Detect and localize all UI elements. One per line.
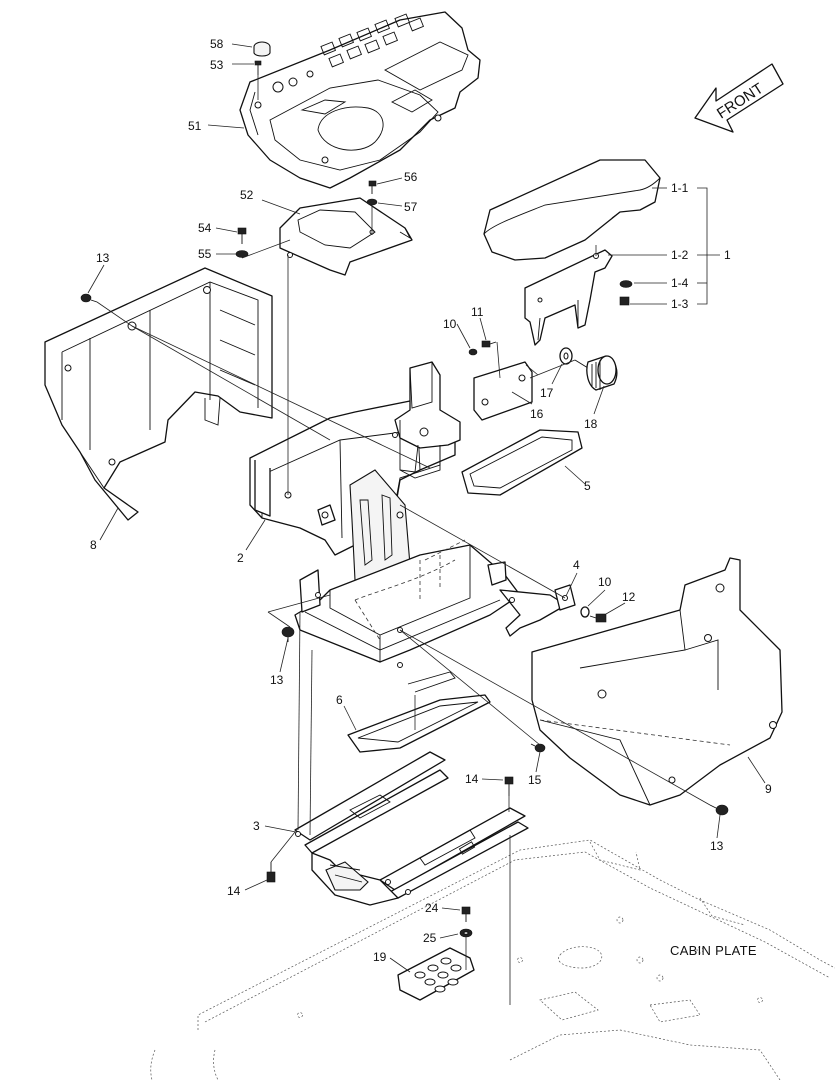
- callout-13-right: 13: [710, 839, 724, 853]
- callout-19: 19: [373, 950, 387, 964]
- callout-5: 5: [584, 479, 591, 493]
- screw-13-right: [709, 804, 729, 816]
- armrest-1-1: [483, 159, 661, 261]
- callout-1: 1: [724, 248, 731, 262]
- callout-24: 24: [425, 901, 439, 915]
- washer-10-upper: [468, 348, 478, 356]
- callout-17: 17: [540, 386, 554, 400]
- plate-16: [473, 361, 533, 421]
- left-side-cover-8: [44, 267, 273, 521]
- callout-18: 18: [584, 417, 598, 431]
- bracket-plate-52: [279, 197, 413, 276]
- callout-9: 9: [765, 782, 772, 796]
- callout-14-upper: 14: [465, 772, 479, 786]
- callout-13-left: 13: [96, 251, 110, 265]
- callout-1-1: 1-1: [671, 181, 689, 195]
- callout-labels: 58 53 51 52 56 57 54 55 13 8 2 10 11 16 …: [90, 37, 772, 964]
- callout-51: 51: [188, 119, 202, 133]
- front-direction-arrow: FRONT: [694, 63, 784, 133]
- callout-leaders: [87, 43, 766, 973]
- bolt-11: [481, 340, 497, 348]
- callout-1-3: 1-3: [671, 297, 689, 311]
- knob-58: [253, 41, 271, 57]
- callout-13-mid: 13: [270, 673, 284, 687]
- callout-55: 55: [198, 247, 212, 261]
- washer-25: [459, 928, 473, 938]
- screw-13-left: [80, 293, 98, 303]
- callout-14-lower: 14: [227, 884, 241, 898]
- callout-12: 12: [622, 590, 636, 604]
- callout-15: 15: [528, 773, 542, 787]
- callout-58: 58: [210, 37, 224, 51]
- cabin-plate-label: CABIN PLATE: [670, 943, 757, 958]
- slide-rail-3: [294, 751, 529, 906]
- washer-1-4: [619, 280, 633, 288]
- callout-3: 3: [253, 819, 260, 833]
- bolt-54: [237, 227, 247, 244]
- bolt-12: [589, 613, 607, 623]
- pad-6: [347, 671, 491, 753]
- cabin-plate: CABIN PLATE: [150, 839, 835, 1080]
- callout-1-2: 1-2: [671, 248, 689, 262]
- callout-8: 8: [90, 538, 97, 552]
- callout-10-lower: 10: [598, 575, 612, 589]
- alignment-lines: [96, 75, 711, 1005]
- bolt-14-lower: [266, 862, 276, 883]
- callout-57: 57: [404, 200, 418, 214]
- bolt-1-3: [619, 296, 630, 306]
- right-side-cover-9: [531, 557, 783, 806]
- callout-1-4: 1-4: [671, 276, 689, 290]
- bolt-56: [368, 180, 377, 194]
- callout-11: 11: [471, 305, 484, 319]
- callout-52: 52: [240, 188, 254, 202]
- callout-2: 2: [237, 551, 244, 565]
- washer-10-lower: [580, 606, 590, 618]
- screw-13-mid: [281, 626, 295, 642]
- callout-25: 25: [423, 931, 437, 945]
- base-frame: [294, 539, 576, 668]
- callout-6: 6: [336, 693, 343, 707]
- step-plate-19: [397, 947, 475, 1001]
- bolt-24: [461, 906, 471, 922]
- armrest-bracket-1-2: [524, 249, 613, 346]
- bolt-14-upper: [504, 776, 514, 796]
- callout-4: 4: [573, 558, 580, 572]
- callout-56: 56: [404, 170, 418, 184]
- pad-5: [461, 429, 583, 496]
- screw-15: [530, 743, 546, 753]
- callout-54: 54: [198, 221, 212, 235]
- screw-53: [254, 60, 262, 75]
- callout-16: 16: [530, 407, 544, 421]
- washer-57: [366, 198, 378, 206]
- callout-53: 53: [210, 58, 224, 72]
- main-frame-2: [249, 361, 461, 601]
- callout-10-upper: 10: [443, 317, 457, 331]
- upper-console-cover: [239, 11, 481, 189]
- knob-18: [574, 355, 618, 391]
